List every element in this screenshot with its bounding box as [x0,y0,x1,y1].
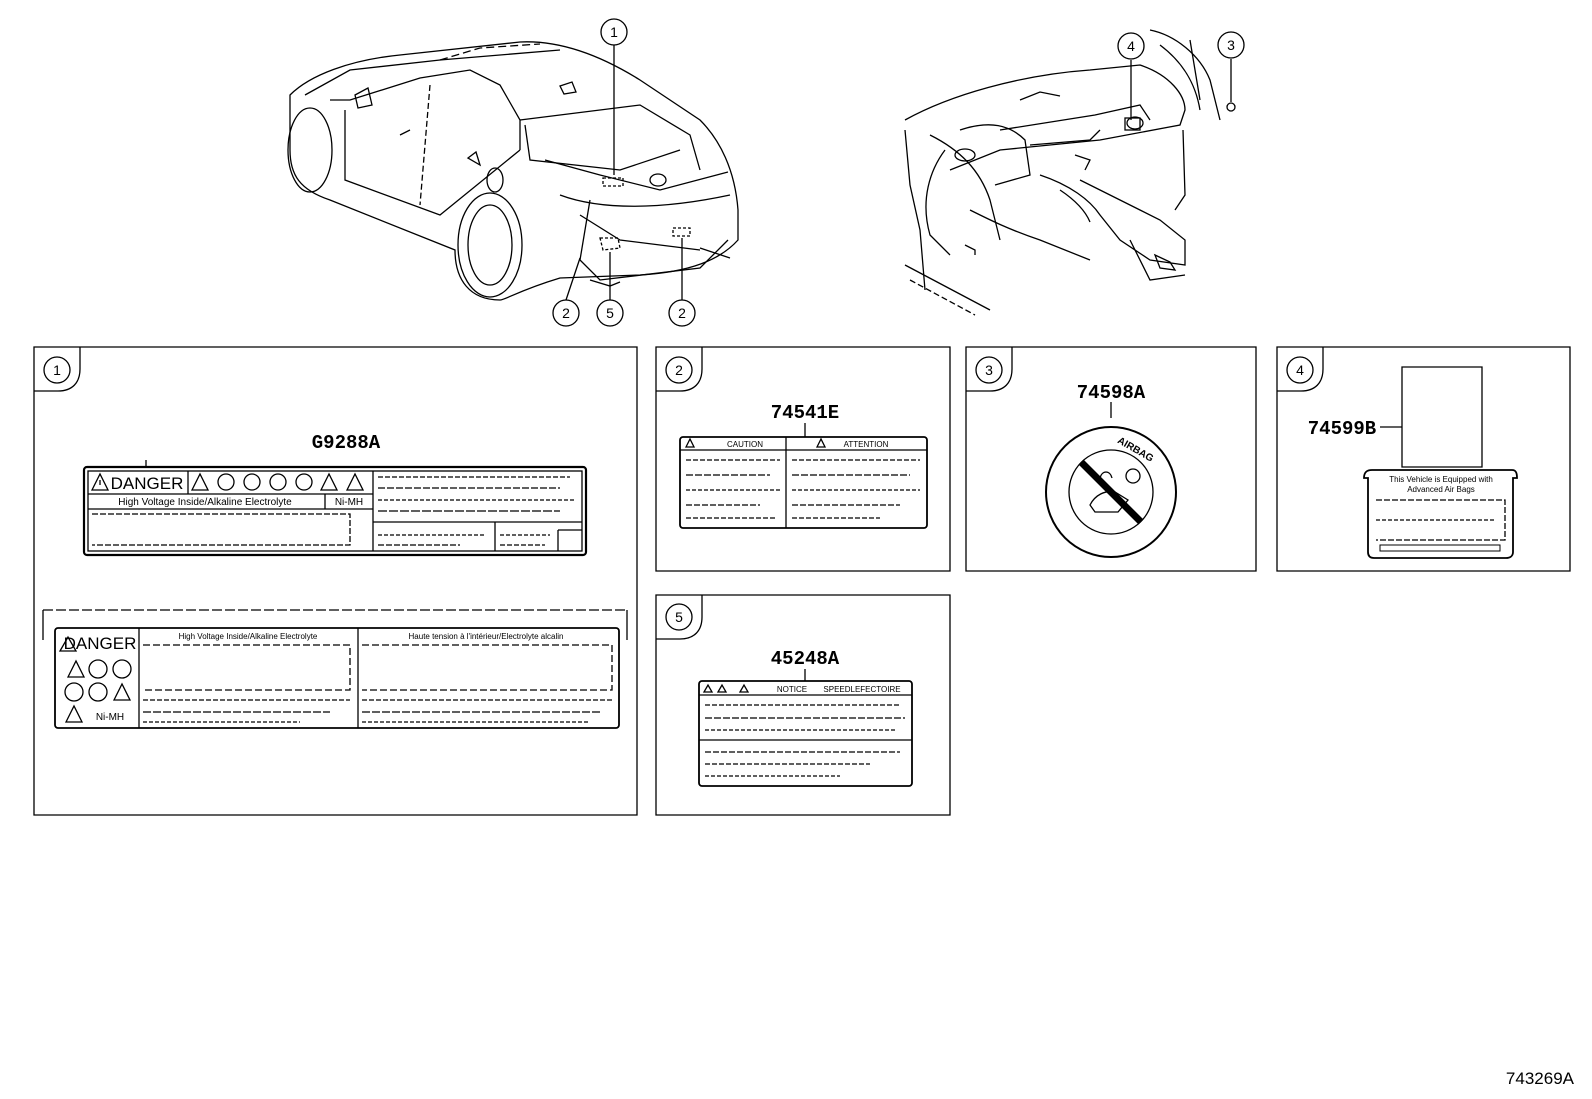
label-a-nimh-badge: Ni-MH [335,497,363,508]
callout-4-top: 4 [1127,38,1135,54]
callout-2-right: 2 [678,305,686,321]
notice-heading-fr: SPEEDLEFECTOIRE [823,685,900,694]
panel-2 [655,346,951,572]
dashboard-interior-illustration [904,29,1236,316]
notice-heading: NOTICE [777,685,807,694]
panel-3 [965,346,1257,572]
airbag-notice-line-2: Advanced Air Bags [1407,485,1475,494]
part-number-74541e: 74541E [771,402,839,424]
panel-2-number: 2 [675,362,683,378]
panel-4-number: 4 [1296,362,1304,378]
callout-2-left: 2 [562,305,570,321]
caution-heading: CAUTION [727,440,763,449]
label-a-voltage-line: High Voltage Inside/Alkaline Electrolyte [118,497,292,508]
part-number-74598a: 74598A [1077,382,1146,404]
attention-heading: ATTENTION [844,440,889,449]
airbag-notice-line-1: This Vehicle is Equipped with [1389,475,1493,484]
panel-3-number: 3 [985,362,993,378]
part-number-g9288a: G9288A [312,432,381,454]
panel-1 [33,346,638,816]
label-b-danger: DANGER [64,634,137,653]
part-number-74599b: 74599B [1308,418,1376,440]
panel-5 [655,594,951,816]
part-number-45248a: 45248A [771,648,840,670]
label-b-voltage-line-en: High Voltage Inside/Alkaline Electrolyte [179,632,318,641]
car-rear-view-illustration [287,41,739,301]
panel-5-number: 5 [675,609,683,625]
panel-1-number: 1 [53,362,61,378]
callout-1-top: 1 [610,24,618,40]
diagram-reference-number: 743269A [1505,1069,1574,1088]
label-b-nimh-badge: Ni-MH [96,712,124,723]
callout-5: 5 [606,305,614,321]
label-b-voltage-line-fr: Haute tension à l'intérieur/Electrolyte … [409,632,564,641]
callout-3-top: 3 [1227,37,1235,53]
label-a-danger: DANGER [111,474,184,493]
panel-4 [1276,346,1571,572]
